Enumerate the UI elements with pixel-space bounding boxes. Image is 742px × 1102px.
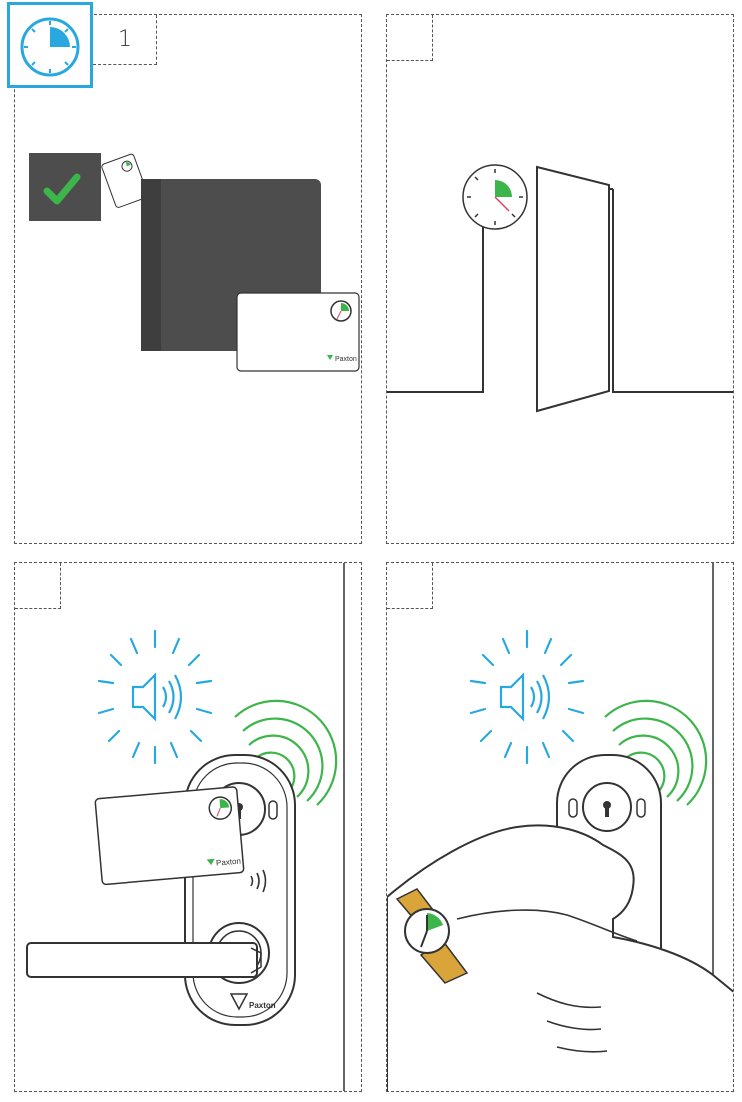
access-card [236, 292, 360, 372]
step-2-illustration [387, 164, 733, 413]
check-icon [43, 173, 81, 205]
step-1-illustration: Paxton [29, 153, 360, 372]
reader-brand: Paxton [249, 1001, 276, 1010]
card-brand: Paxton [216, 857, 242, 868]
step-3-illustration: Paxton Paxton [26, 563, 345, 1091]
step-4-panel: 4 [386, 562, 734, 1092]
hand [387, 824, 733, 1091]
step-2-panel: 2 [386, 14, 734, 544]
step-number-box [93, 15, 157, 65]
step-3-panel: 3 [14, 562, 362, 1092]
step-1-panel: 1 Paxton [14, 14, 362, 544]
sound-rays [469, 629, 585, 765]
wristwatch-icon [395, 888, 469, 984]
step-number-box [15, 563, 61, 609]
speaker-icon [131, 672, 183, 722]
clock-icon [330, 300, 352, 322]
access-card: Paxton [94, 786, 245, 886]
speaker-icon [499, 672, 551, 722]
step-4-illustration [387, 563, 733, 1091]
timer-icon [20, 17, 80, 77]
rfid-wave-icon [234, 699, 338, 806]
step-number-box [387, 15, 433, 61]
rfid-wave-icon [604, 699, 708, 806]
open-door [536, 165, 610, 413]
sound-rays [97, 629, 213, 765]
door-handle [26, 942, 258, 978]
step-number-box [387, 563, 433, 609]
step-number: 1 [118, 27, 132, 52]
clock-icon [462, 164, 528, 230]
small-card [101, 153, 149, 208]
card-brand: Paxton [335, 356, 357, 363]
timer-badge [7, 2, 93, 88]
